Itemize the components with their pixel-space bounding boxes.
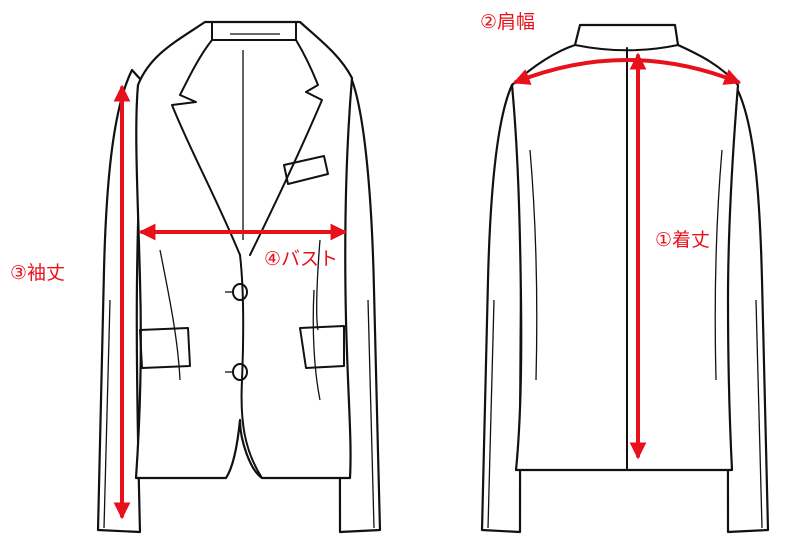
front-left-cuff-line — [103, 299, 111, 529]
front-chest-pocket — [283, 155, 329, 185]
measurement-arrows — [113, 52, 742, 520]
jacket-length-label: ①着丈 — [655, 229, 711, 251]
front-right-pocket-flap — [299, 325, 345, 369]
front-collar-band — [211, 21, 297, 41]
back-body — [510, 23, 740, 472]
shoulder-width-label: ②肩幅 — [480, 11, 536, 33]
jacket-back-view — [480, 23, 770, 534]
shoulder-width-arrow — [512, 58, 742, 85]
front-right-lapel — [249, 39, 323, 256]
jacket-front-view — [96, 20, 382, 534]
front-left-pocket-flap — [139, 327, 191, 369]
sleeve-length-label: ③袖丈 — [10, 262, 66, 284]
bust-label: ④バスト — [264, 248, 339, 270]
front-left-lapel — [171, 39, 241, 256]
front-right-cuff-line — [367, 299, 375, 529]
